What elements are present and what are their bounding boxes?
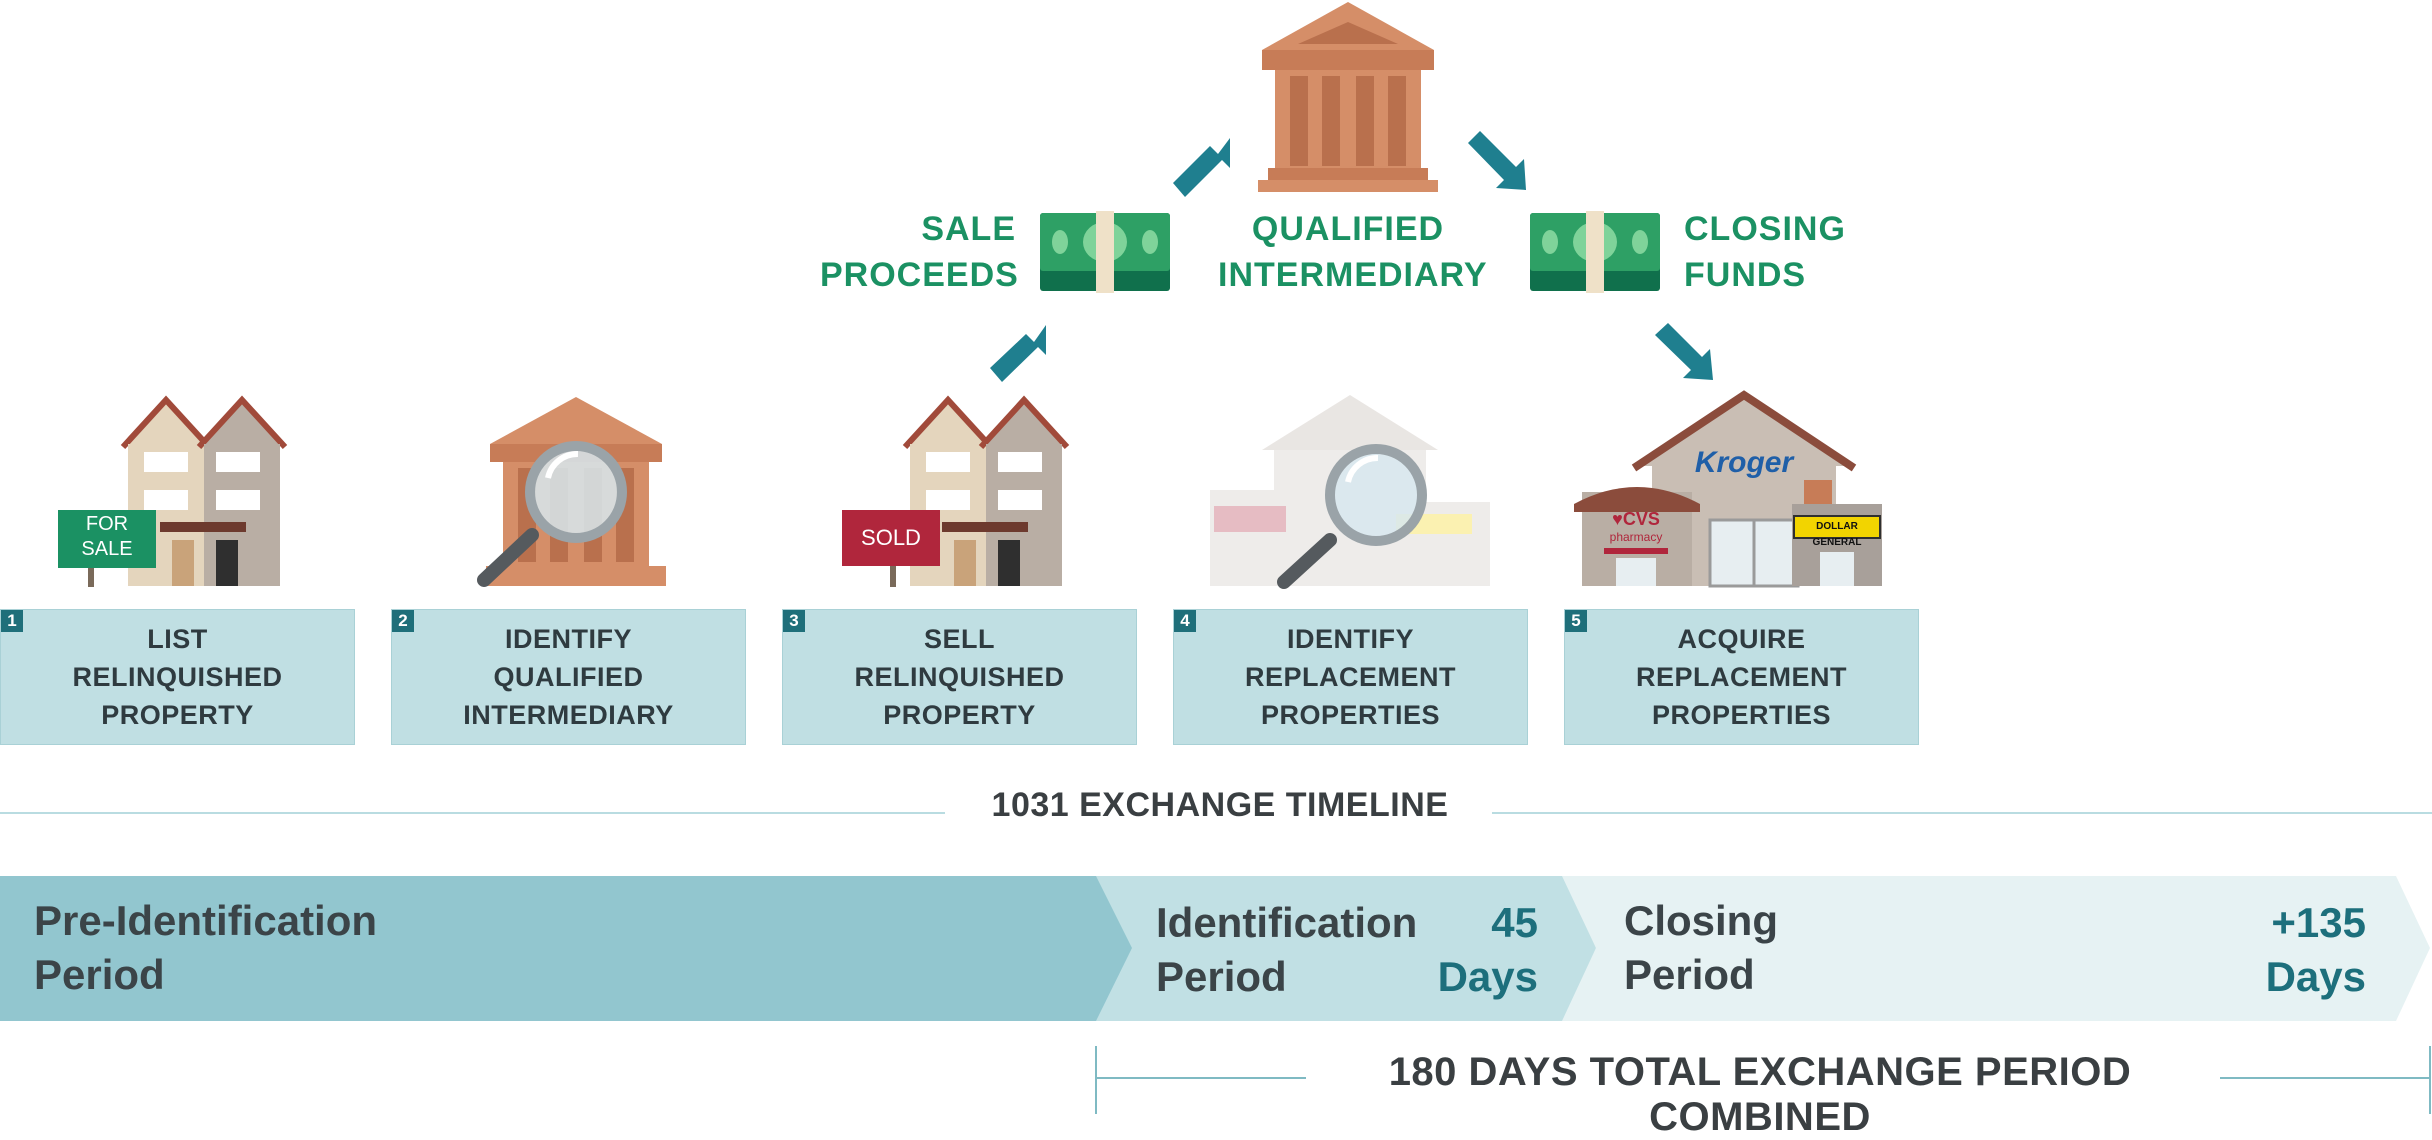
illustration-layer: [0, 2, 2432, 1114]
step-label: IDENTIFY QUALIFIED INTERMEDIARY: [463, 620, 674, 734]
cvs-sign: ♥CVS pharmacy: [1598, 510, 1674, 546]
retail-center-magnifier-icon: [1210, 395, 1490, 589]
step-label: ACQUIRE REPLACEMENT PROPERTIES: [1636, 620, 1847, 734]
step-label-line: SELL: [923, 624, 995, 654]
step-label-line: IDENTIFY: [504, 624, 632, 654]
step-label-line: RELINQUISHED: [854, 662, 1065, 692]
step-label: LIST RELINQUISHED PROPERTY: [72, 620, 282, 734]
step-label-line: IDENTIFY: [1286, 624, 1414, 654]
phase-label-pre-identification: Pre-Identification Period: [34, 894, 377, 1002]
step-number-badge: 2: [392, 610, 414, 632]
flow-label-line: PROCEEDS: [820, 256, 1019, 294]
dollar-general-sign: DOLLAR GENERAL: [1812, 521, 1862, 548]
phase-label-line: Closing: [1624, 897, 1778, 944]
for-sale-sign: FOR SALE: [58, 512, 156, 568]
step-box-5: 5 ACQUIRE REPLACEMENT PROPERTIES: [1564, 609, 1919, 745]
phase-bar-pre-identification: [0, 876, 1132, 1021]
timeline-title: 1031 EXCHANGE TIMELINE: [991, 786, 1449, 824]
step-label: SELL RELINQUISHED PROPERTY: [854, 620, 1064, 734]
flow-label-line: QUALIFIED: [1251, 210, 1445, 248]
arrow-up-right-icon: [990, 325, 1046, 382]
step-number-badge: 1: [1, 610, 23, 632]
step-number-badge: 5: [1565, 610, 1587, 632]
closing-funds-label: CLOSING FUNDS: [1684, 206, 1884, 298]
phase-bar-closing: [1560, 876, 2430, 1021]
step-label-line: QUALIFIED: [493, 662, 644, 692]
townhouse-icon: [842, 395, 1070, 587]
phase-label-line: Pre-Identification: [34, 897, 378, 944]
money-icon: [1040, 211, 1170, 293]
flow-label-line: FUNDS: [1684, 256, 1807, 294]
money-icon: [1530, 211, 1660, 293]
step-number-badge: 4: [1174, 610, 1196, 632]
sale-proceeds-label: SALE PROCEEDS: [820, 206, 1019, 298]
flow-label-line: CLOSING: [1684, 210, 1846, 248]
step-label-line: PROPERTY: [101, 700, 254, 730]
step-box-4: 4 IDENTIFY REPLACEMENT PROPERTIES: [1173, 609, 1528, 745]
total-period-bracket: [1095, 1046, 2431, 1114]
for-sale-sign-line: FOR: [85, 513, 129, 535]
phase-label-identification: Identification Period: [1156, 896, 1417, 1004]
phase-bar-identification: [1092, 876, 1596, 1021]
step-label-line: PROPERTY: [883, 700, 1036, 730]
for-sale-sign-line: SALE: [81, 538, 133, 560]
kroger-logo: Kroger: [1694, 446, 1794, 479]
qualified-intermediary-label: QUALIFIED INTERMEDIARY: [1218, 206, 1488, 298]
flow-label-line: SALE: [921, 210, 1016, 248]
step-label-line: LIST: [147, 624, 208, 654]
arrow-down-right-icon: [1468, 131, 1526, 190]
step-label-line: PROPERTIES: [1260, 700, 1441, 730]
townhouse-icon: [58, 395, 288, 587]
step-label-line: INTERMEDIARY: [463, 700, 674, 730]
phase-label-line: Period: [34, 951, 165, 998]
phase-label-line: Period: [1624, 951, 1755, 998]
phase-label-line: Period: [1156, 953, 1287, 1000]
cvs-logo: ♥CVS: [1598, 510, 1674, 528]
cvs-sub-text: pharmacy: [1609, 530, 1663, 544]
step-label-line: REPLACEMENT: [1244, 662, 1456, 692]
sold-sign: SOLD: [861, 525, 921, 550]
phase-days-identification: 45 Days: [1400, 896, 1538, 1004]
retail-center-icon: [1574, 390, 1882, 588]
arrow-down-right-icon: [1655, 323, 1713, 380]
bank-magnifier-icon: [477, 397, 666, 587]
step-label-line: ACQUIRE: [1677, 624, 1806, 654]
step-label-line: REPLACEMENT: [1635, 662, 1847, 692]
bank-icon: [1258, 2, 1438, 192]
arrow-up-right-icon: [1173, 138, 1230, 197]
cvs-logo-text: CVS: [1622, 509, 1660, 529]
total-period-label: 180 DAYS TOTAL EXCHANGE PERIOD COMBINED: [1388, 1050, 2132, 1139]
phase-days-line: +135: [2271, 899, 2366, 946]
heart-icon: ♥: [1612, 509, 1623, 529]
phase-days-line: Days: [2265, 953, 2366, 1000]
phase-days-closing: +135 Days: [2220, 896, 2366, 1004]
step-label-line: PROPERTIES: [1651, 700, 1832, 730]
step-box-1: 1 LIST RELINQUISHED PROPERTY: [0, 609, 355, 745]
step-label: IDENTIFY REPLACEMENT PROPERTIES: [1245, 620, 1456, 734]
step-box-3: 3 SELL RELINQUISHED PROPERTY: [782, 609, 1137, 745]
phase-days-line: Days: [1437, 953, 1538, 1000]
step-number-badge: 3: [783, 610, 805, 632]
step-box-2: 2 IDENTIFY QUALIFIED INTERMEDIARY: [391, 609, 746, 745]
phase-days-line: 45: [1491, 899, 1538, 946]
flow-label-line: INTERMEDIARY: [1218, 256, 1488, 294]
phase-label-line: Identification: [1156, 899, 1418, 946]
phase-label-closing: Closing Period: [1624, 894, 1778, 1002]
step-label-line: RELINQUISHED: [72, 662, 283, 692]
